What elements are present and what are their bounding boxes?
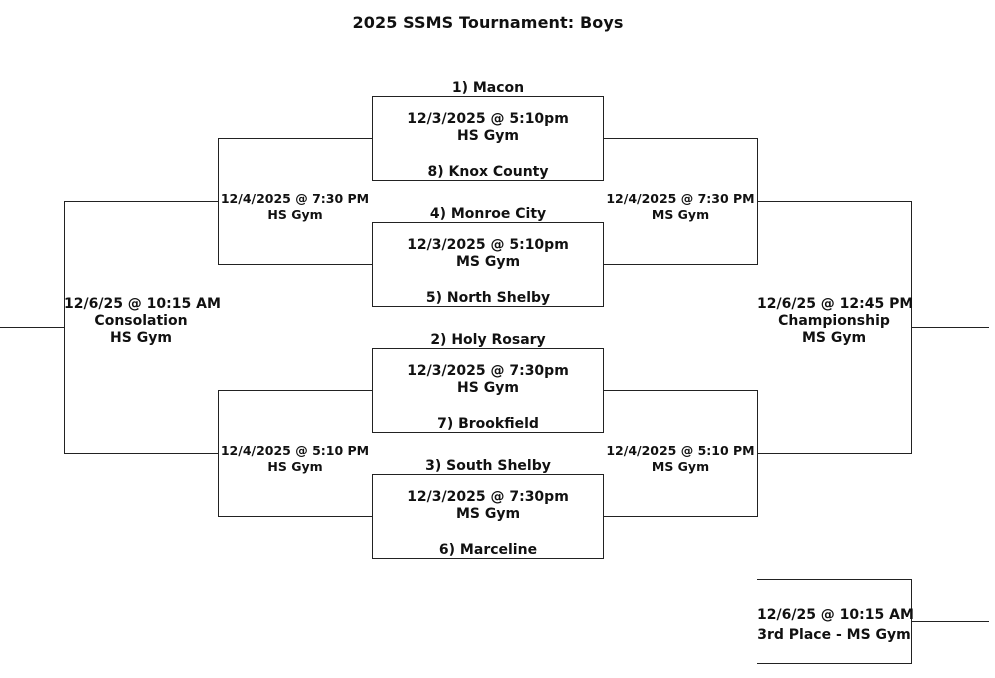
bracket-line: [64, 201, 218, 202]
winner-semi-2-date: 12/4/2025 @ 5:10 PM: [606, 443, 755, 458]
round1-game-2-venue: MS Gym: [455, 254, 521, 270]
winner-semi-1-info: 12/4/2025 @ 7:30 PM MS Gym: [604, 191, 757, 223]
consolation-semi-1-venue: HS Gym: [267, 207, 323, 222]
round1-game-4-bottom-team: 6) Marceline: [438, 542, 538, 558]
round1-game-4-venue: MS Gym: [455, 506, 521, 522]
consolation-semi-1-date: 12/4/2025 @ 7:30 PM: [220, 191, 370, 206]
bracket-line: [218, 138, 219, 264]
round1-game-1-bottom-team: 8) Knox County: [427, 164, 549, 180]
consolation-semi-2-venue: HS Gym: [267, 459, 323, 474]
consolation-semi-2-info: 12/4/2025 @ 5:10 PM HS Gym: [218, 443, 372, 475]
winner-semi-1-venue: MS Gym: [651, 207, 710, 222]
bracket-line: [757, 201, 911, 202]
consolation-semi-1-info: 12/4/2025 @ 7:30 PM HS Gym: [218, 191, 372, 223]
bracket-line: [604, 516, 758, 517]
championship-info: 12/6/25 @ 12:45 PM Championship MS Gym: [757, 296, 914, 347]
bracket-line: [757, 579, 911, 580]
bracket-line: [911, 327, 989, 328]
round1-game-4-date: 12/3/2025 @ 7:30pm: [407, 489, 569, 505]
round1-game-3-date: 12/3/2025 @ 7:30pm: [407, 363, 569, 379]
round1-game-1-box: [372, 96, 604, 181]
round1-game-1-top-team: 1) Macon: [451, 80, 525, 96]
bracket-line: [218, 390, 219, 516]
round1-game-1-venue: HS Gym: [457, 128, 519, 144]
bracket-line: [911, 621, 989, 622]
bracket-line: [218, 264, 372, 265]
bracket-line: [604, 138, 758, 139]
bracket-line: [64, 453, 218, 454]
winner-semi-1-date: 12/4/2025 @ 7:30 PM: [606, 191, 755, 206]
championship-label: Championship: [778, 313, 890, 329]
third-place-label: 3rd Place - MS Gym: [757, 627, 911, 643]
bracket-line: [218, 516, 372, 517]
round1-game-2-top-team: 4) Monroe City: [429, 206, 547, 222]
consolation-final-label: Consolation: [94, 313, 188, 329]
round1-game-2-box: [372, 222, 604, 307]
bracket-line: [757, 453, 911, 454]
consolation-semi-2-date: 12/4/2025 @ 5:10 PM: [220, 443, 370, 458]
bracket-line: [604, 264, 758, 265]
consolation-final-venue: HS Gym: [110, 330, 172, 346]
bracket-line: [604, 390, 758, 391]
round1-game-2-date: 12/3/2025 @ 5:10pm: [407, 237, 569, 253]
championship-date: 12/6/25 @ 12:45 PM: [757, 296, 914, 312]
round1-game-4-info: 12/3/2025 @ 7:30pm MS Gym: [372, 489, 604, 523]
bracket-line: [757, 663, 911, 664]
bracket-line: [218, 138, 372, 139]
bracket-line: [0, 327, 64, 328]
round1-game-3-box: [372, 348, 604, 433]
round1-game-3-bottom-team: 7) Brookfield: [437, 416, 539, 432]
championship-venue: MS Gym: [801, 330, 867, 346]
round1-game-1-date: 12/3/2025 @ 5:10pm: [407, 111, 569, 127]
bracket-line: [64, 201, 65, 454]
round1-game-3-venue: HS Gym: [457, 380, 519, 396]
bracket-title: 2025 SSMS Tournament: Boys: [352, 13, 624, 32]
round1-game-3-info: 12/3/2025 @ 7:30pm HS Gym: [372, 363, 604, 397]
third-place-date: 12/6/25 @ 10:15 AM: [757, 607, 914, 623]
third-place-info: 12/6/25 @ 10:15 AM 3rd Place - MS Gym: [757, 605, 914, 645]
round1-game-2-info: 12/3/2025 @ 5:10pm MS Gym: [372, 237, 604, 271]
round1-game-1-info: 12/3/2025 @ 5:10pm HS Gym: [372, 111, 604, 145]
bracket-line: [218, 390, 372, 391]
consolation-final-info: 12/6/25 @ 10:15 AM Consolation HS Gym: [64, 296, 221, 347]
round1-game-2-bottom-team: 5) North Shelby: [425, 290, 551, 306]
winner-semi-2-venue: MS Gym: [651, 459, 710, 474]
round1-game-4-top-team: 3) South Shelby: [425, 458, 551, 474]
winner-semi-2-info: 12/4/2025 @ 5:10 PM MS Gym: [604, 443, 757, 475]
round1-game-4-box: [372, 474, 604, 559]
round1-game-3-top-team: 2) Holy Rosary: [430, 332, 546, 348]
consolation-final-date: 12/6/25 @ 10:15 AM: [64, 296, 221, 312]
